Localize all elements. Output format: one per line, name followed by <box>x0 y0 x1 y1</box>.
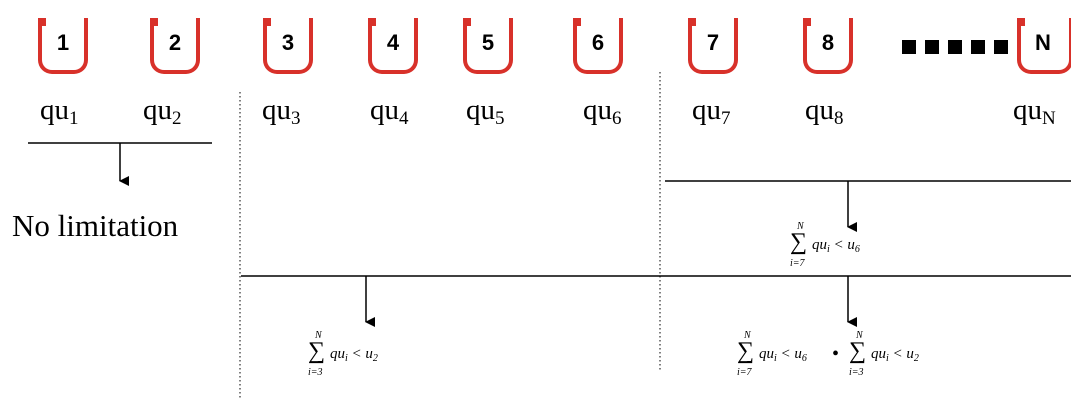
formula-left: N ∑ i=3 qui < u2 <box>308 331 428 381</box>
ellipsis-dots <box>902 40 1017 59</box>
quantity-label-7: qu7 <box>692 94 731 129</box>
quantity-label-2: qu2 <box>143 94 182 129</box>
formula-expression: qui < u6 <box>812 237 860 255</box>
sum-sign: ∑ <box>308 338 326 364</box>
sum-upper-limit: N <box>744 330 751 341</box>
sum-sign: ∑ <box>790 229 808 255</box>
segment-7 <box>688 18 738 74</box>
segment-2 <box>150 18 200 74</box>
formula-expression: qui < u2 <box>871 346 919 364</box>
segment-5 <box>463 18 513 74</box>
segment-N <box>1017 18 1071 74</box>
sum-sign: ∑ <box>849 338 867 364</box>
sum-sign: ∑ <box>737 338 755 364</box>
segment-1-number: 1 <box>56 30 70 55</box>
sum-lower-limit: i=3 <box>849 367 864 378</box>
segment-4-number: 4 <box>386 30 400 55</box>
sum-lower-limit: i=7 <box>737 367 752 378</box>
segment-7-number: 7 <box>706 30 720 55</box>
formula-top: N ∑ i=7 qui < u6 <box>790 222 910 272</box>
segment-5-number: 5 <box>481 30 495 55</box>
quantity-label-6: qu6 <box>583 94 622 129</box>
segment-8-number: 8 <box>821 30 835 55</box>
segment-N-number: N <box>1035 30 1051 55</box>
segment-3-number: 3 <box>281 30 295 55</box>
segment-2-number: 2 <box>168 30 182 55</box>
segment-8 <box>803 18 853 74</box>
sum-upper-limit: N <box>856 330 863 341</box>
formula-expression: qui < u2 <box>330 346 378 364</box>
no-limitation-label: No limitation <box>12 208 179 243</box>
quantity-label-N: quN <box>1013 94 1056 129</box>
quantity-label-1: qu1 <box>40 94 79 129</box>
sum-upper-limit: N <box>315 330 322 341</box>
segment-1 <box>38 18 88 74</box>
segment-6 <box>573 18 623 74</box>
quantity-label-5: qu5 <box>466 94 505 129</box>
sum-lower-limit: i=7 <box>790 258 805 269</box>
sum-upper-limit: N <box>797 221 804 232</box>
quantity-label-4: qu4 <box>370 94 409 129</box>
quantity-label-3: qu3 <box>262 94 301 129</box>
segment-4 <box>368 18 418 74</box>
formula-expression: qui < u6 <box>759 346 807 364</box>
quantity-label-8: qu8 <box>805 94 844 129</box>
formula-joiner: • <box>832 343 840 365</box>
formula-combined: N ∑ i=7 qui < u6 • N ∑ i=3 qui < u2 <box>737 331 967 381</box>
segment-3 <box>263 18 313 74</box>
sum-lower-limit: i=3 <box>308 367 323 378</box>
segment-6-number: 6 <box>591 30 605 55</box>
